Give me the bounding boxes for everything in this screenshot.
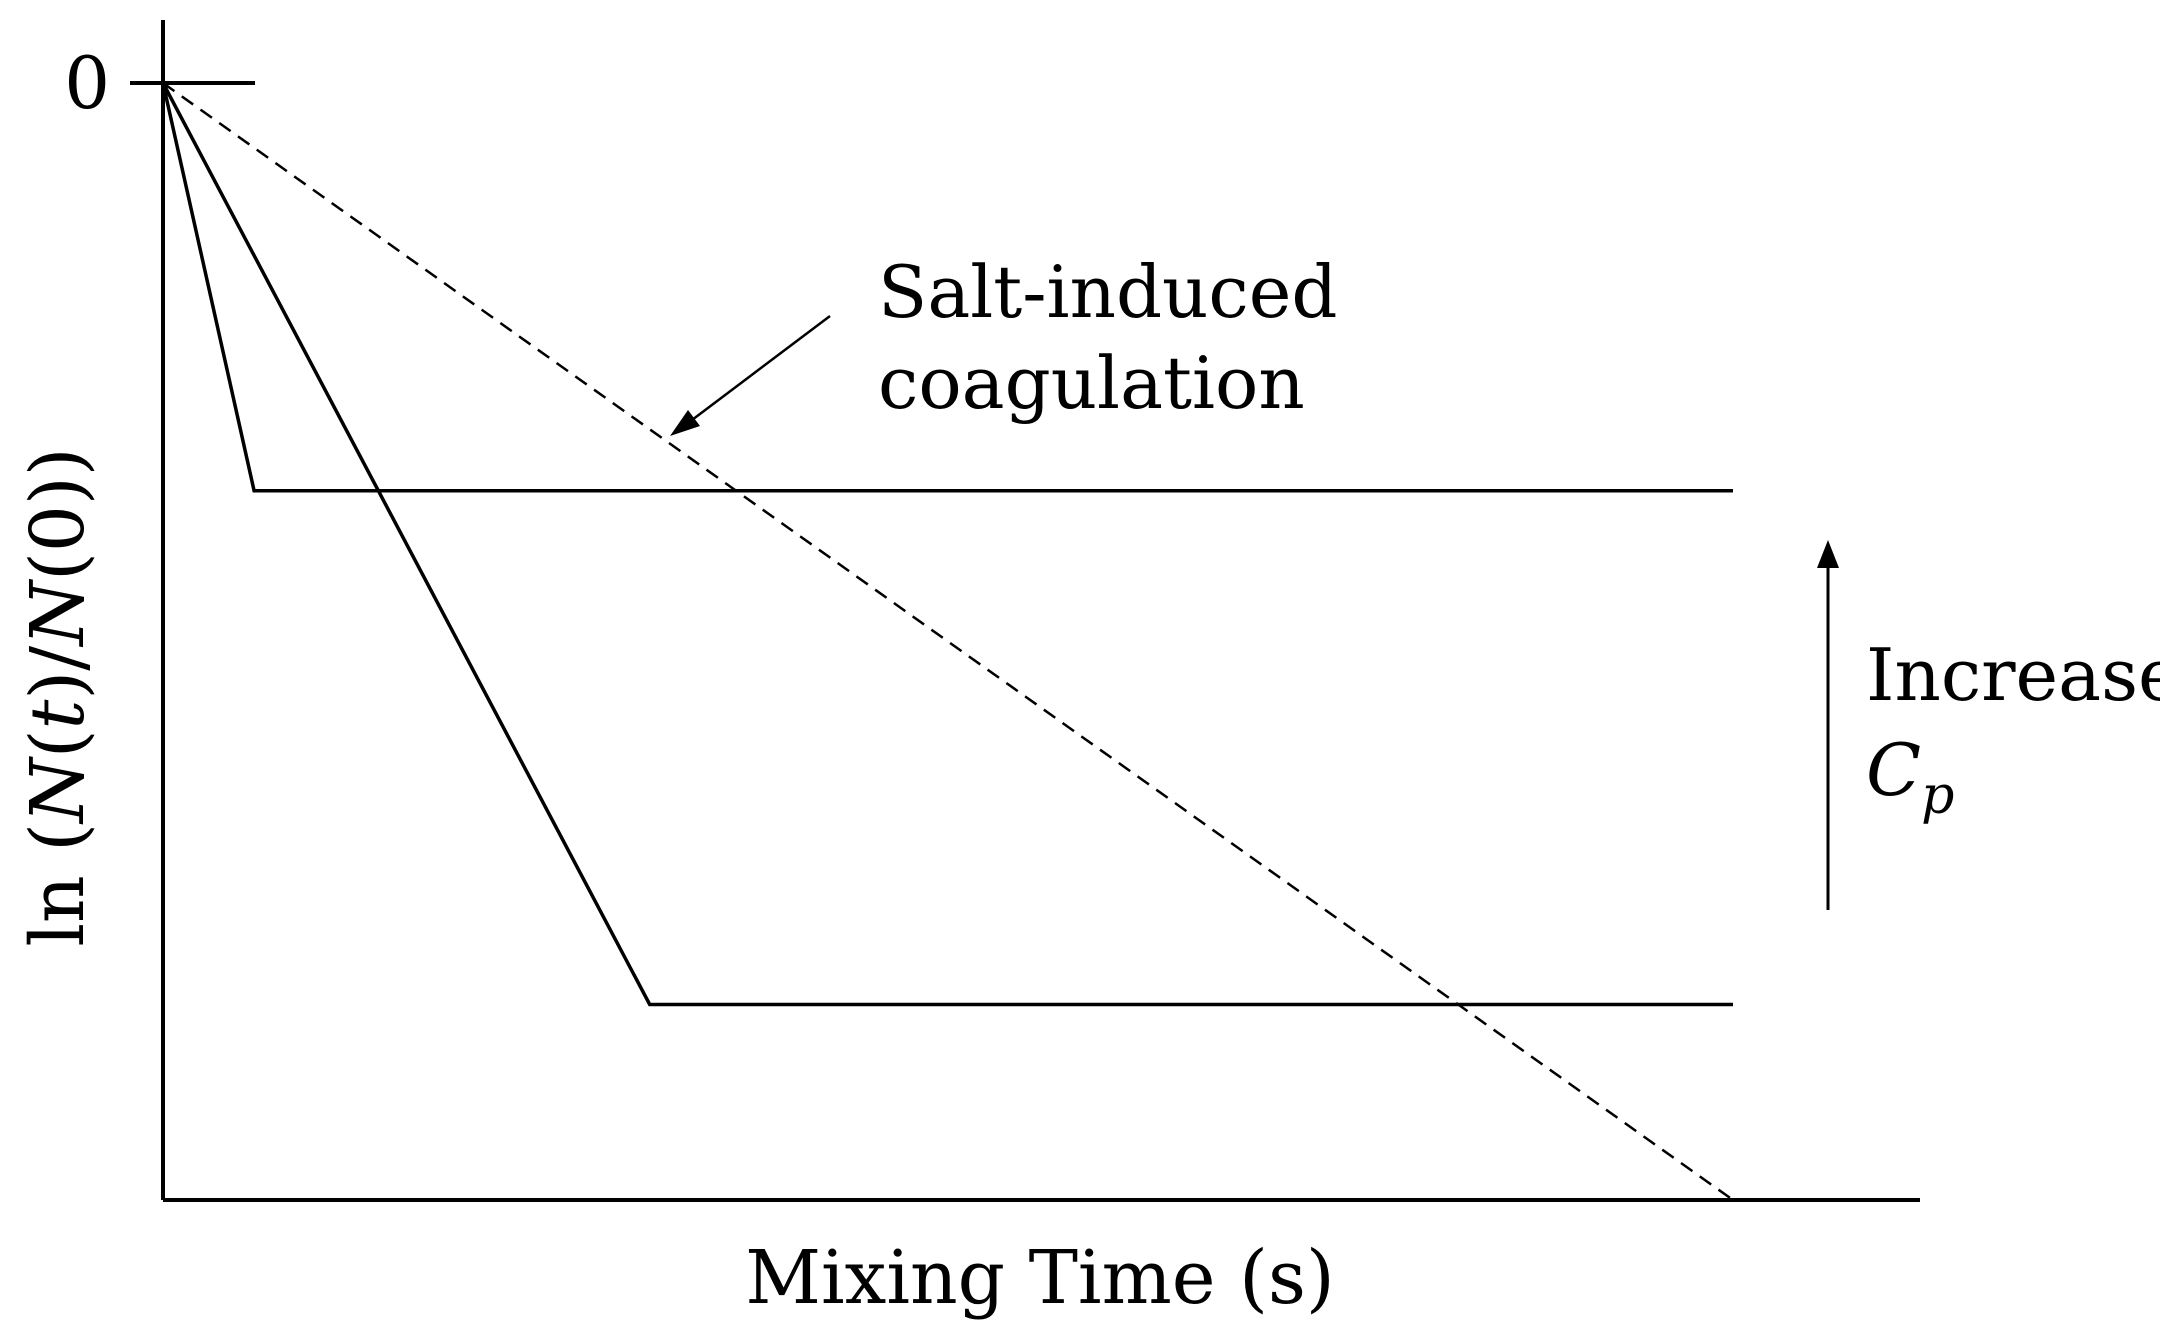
salt-annotation: Salt-induced coagulation bbox=[670, 250, 1337, 436]
y-axis-title-t: t bbox=[15, 699, 101, 729]
salt-annotation-line1: Salt-induced bbox=[878, 250, 1337, 334]
y-axis-title-open1: ( bbox=[15, 729, 101, 758]
series-line-3 bbox=[161, 82, 1733, 1007]
y-axis-title-n1: N bbox=[15, 756, 101, 825]
series-line-2 bbox=[161, 82, 1733, 493]
salt-annotation-line2: coagulation bbox=[878, 341, 1305, 425]
salt-annotation-arrowhead bbox=[670, 410, 700, 436]
series-layer bbox=[161, 81, 1734, 1202]
increase-annotation-c: C bbox=[1866, 728, 1921, 812]
y-axis-title-suffix: (0)) bbox=[15, 447, 101, 581]
increase-arrowhead bbox=[1817, 540, 1839, 568]
y-tick-label-0: 0 bbox=[64, 41, 110, 125]
y-axis-title-n2: N bbox=[15, 579, 101, 648]
salt-annotation-arrow-line bbox=[683, 315, 831, 427]
increase-annotation: Increase Cp bbox=[1817, 540, 2160, 910]
y-axis-title-mid: )/ bbox=[15, 646, 101, 700]
x-axis-title: Mixing Time (s) bbox=[745, 1235, 1335, 1321]
y-axis-title: ln (N(t)/N(0)) bbox=[15, 447, 101, 946]
increase-annotation-line1: Increase bbox=[1866, 633, 2160, 717]
axes: 0 bbox=[64, 20, 1920, 1202]
increase-annotation-p: p bbox=[1921, 766, 1954, 826]
increase-annotation-cp: Cp bbox=[1866, 728, 1954, 826]
y-axis-title-prefix: ln ( bbox=[15, 823, 101, 947]
